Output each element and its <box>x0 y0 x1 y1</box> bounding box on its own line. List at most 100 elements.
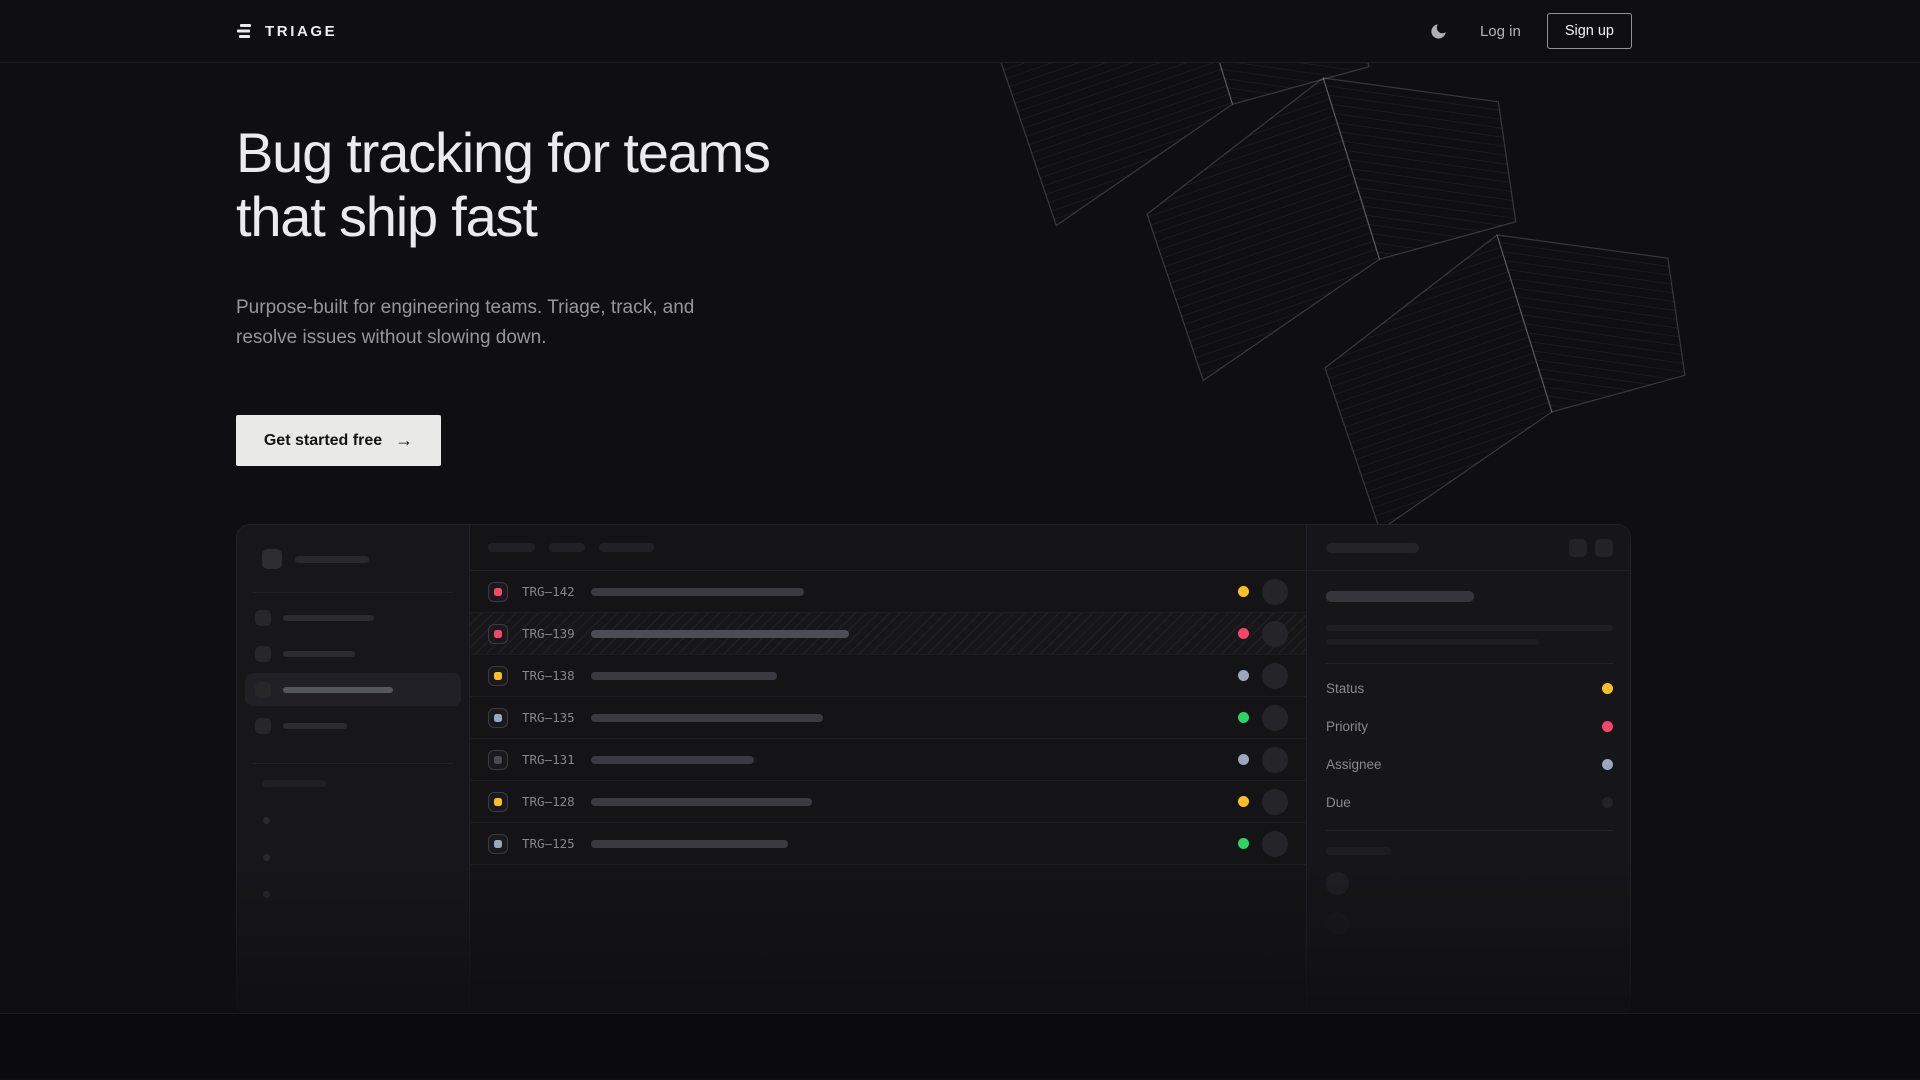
nav-item-icon <box>255 681 271 698</box>
panel-field-label: Assignee <box>1326 756 1382 772</box>
issue-key: TRG–142 <box>522 584 575 599</box>
issue-title-placeholder <box>591 587 804 596</box>
issue-key: TRG–139 <box>522 626 575 641</box>
issue-type-icon-fill <box>494 587 502 596</box>
sidebar-dot <box>263 817 270 824</box>
issue-type-icon <box>488 581 508 602</box>
issue-type-icon <box>488 833 508 854</box>
nav-item-label-placeholder <box>283 650 355 657</box>
panel-field-row: Due <box>1326 783 1613 821</box>
issue-detail-panel: Status Priority Assignee Due <box>1306 525 1630 1013</box>
assignee-avatar <box>1262 788 1288 815</box>
issue-key: TRG–138 <box>522 668 575 683</box>
issue-list: TRG–142 TRG–139 TRG–138 TRG–135 <box>470 525 1306 1013</box>
assignee-avatar <box>1262 704 1288 731</box>
panel-field-value-dot <box>1602 796 1613 808</box>
issue-type-icon-fill <box>494 629 502 638</box>
brand-logo[interactable]: TRIAGE <box>236 23 337 40</box>
hero-subtitle: Purpose-built for engineering teams. Tri… <box>236 296 695 349</box>
issue-key: TRG–125 <box>522 836 575 851</box>
section-label-placeholder <box>262 780 326 787</box>
theme-toggle-button[interactable] <box>1424 16 1454 46</box>
divider <box>1326 663 1613 664</box>
get-started-button[interactable]: Get started free → <box>236 415 441 467</box>
nav-item-icon <box>255 609 271 626</box>
description-line-placeholder <box>1326 639 1539 645</box>
issue-type-icon-fill <box>494 755 502 764</box>
issue-row: TRG–135 <box>470 697 1306 739</box>
issue-title-placeholder <box>591 797 812 806</box>
issue-title-placeholder <box>591 629 849 638</box>
divider <box>253 592 453 593</box>
panel-title-placeholder <box>1326 542 1419 553</box>
issue-row: TRG–125 <box>470 823 1306 865</box>
issue-row: TRG–139 <box>470 613 1306 655</box>
issue-type-icon <box>488 665 508 686</box>
filter-placeholder <box>549 543 585 552</box>
sidebar-nav-item-active <box>245 673 461 706</box>
assignee-avatar <box>1262 578 1288 605</box>
panel-field-row: Status <box>1326 669 1613 707</box>
issue-list-header <box>470 525 1306 571</box>
login-link[interactable]: Log in <box>1479 22 1521 40</box>
filter-placeholder <box>488 543 535 552</box>
issue-type-icon-fill <box>494 713 502 722</box>
issue-row: TRG–142 <box>470 571 1306 613</box>
triage-logo-icon <box>237 24 251 38</box>
panel-header <box>1307 525 1630 571</box>
app-mockup-card: TRG–142 TRG–139 TRG–138 TRG–135 <box>236 524 1631 1013</box>
issue-title-placeholder <box>591 839 788 848</box>
workspace-avatar <box>262 549 282 569</box>
issue-type-icon <box>488 707 508 728</box>
issue-title-placeholder <box>591 713 823 722</box>
mockup-workspace-row <box>237 549 469 569</box>
issue-type-icon <box>488 623 508 644</box>
assignee-avatar <box>1262 746 1288 773</box>
panel-field-value-dot <box>1602 682 1613 694</box>
issue-title-placeholder <box>1326 591 1474 602</box>
panel-field-value-dot <box>1602 758 1613 770</box>
issue-type-icon-fill <box>494 839 502 848</box>
sidebar-dot <box>263 854 270 861</box>
nav-item-icon <box>255 645 271 662</box>
hero-heading-line1: Bug tracking for teams <box>236 121 771 184</box>
hero-heading-line2: that ship fast <box>236 184 538 248</box>
issue-key: TRG–135 <box>522 710 575 725</box>
brand-name: TRIAGE <box>265 22 338 40</box>
mockup-sidebar-nav <box>237 593 469 753</box>
issue-status-dot <box>1238 586 1249 597</box>
panel-field-label: Status <box>1326 680 1365 696</box>
panel-field-row: Priority <box>1326 707 1613 745</box>
get-started-label: Get started free <box>263 431 383 449</box>
panel-action-button <box>1569 538 1587 557</box>
issue-row: TRG–128 <box>470 781 1306 823</box>
mockup-sidebar <box>237 525 470 1013</box>
sidebar-nav-item <box>245 637 461 670</box>
workspace-name-placeholder <box>295 555 369 563</box>
signup-button[interactable]: Sign up <box>1546 13 1632 49</box>
description-line-placeholder <box>1326 625 1613 631</box>
issue-type-icon-fill <box>494 671 502 680</box>
panel-action-button <box>1595 538 1613 557</box>
comments-label-placeholder <box>1326 847 1391 855</box>
issue-status-dot <box>1238 754 1249 765</box>
issue-type-icon-fill <box>494 797 502 806</box>
issue-row: TRG–131 <box>470 739 1306 781</box>
filter-placeholder <box>599 543 654 552</box>
issue-row: TRG–138 <box>470 655 1306 697</box>
issue-type-icon <box>488 791 508 812</box>
issue-key: TRG–128 <box>522 794 575 809</box>
issue-status-dot <box>1238 838 1249 849</box>
panel-field-row: Assignee <box>1326 745 1613 783</box>
hero-heading: Bug tracking for teams that ship fast <box>236 121 1920 249</box>
issue-title-placeholder <box>591 755 754 764</box>
assignee-avatar <box>1262 620 1288 647</box>
nav-item-label-placeholder <box>283 722 347 729</box>
footer <box>0 1014 1920 1079</box>
comment-avatar <box>1326 912 1349 935</box>
issue-status-dot <box>1238 670 1249 681</box>
sidebar-nav-item <box>245 601 461 634</box>
hero-section: Bug tracking for teams that ship fast Pu… <box>0 63 1920 1014</box>
divider <box>253 763 453 764</box>
issue-title-placeholder <box>591 671 777 680</box>
